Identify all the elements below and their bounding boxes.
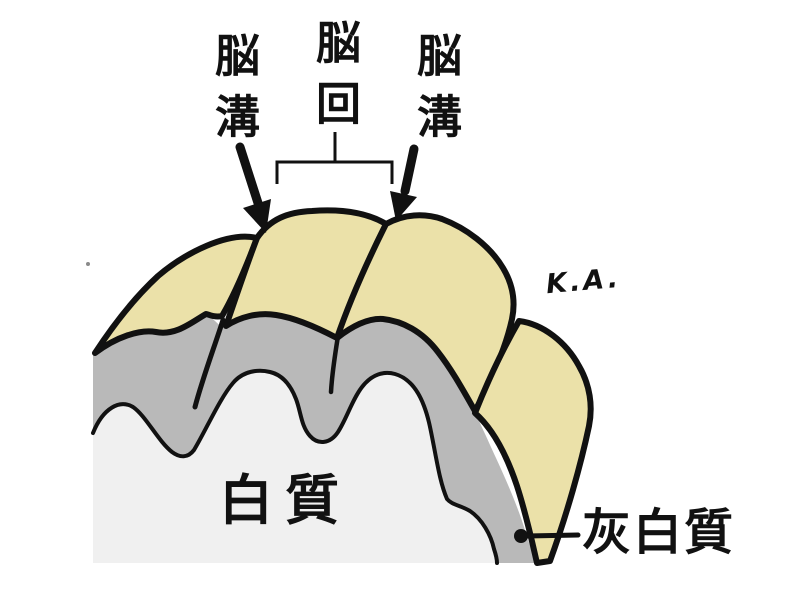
stray-mark xyxy=(86,262,90,266)
artist-signature: K.A. xyxy=(544,262,623,301)
gyrus-cap-1 xyxy=(92,233,260,356)
gyrus-cap-4 xyxy=(472,318,594,566)
gray-white-boundary-line xyxy=(91,368,499,565)
sulcus-line-center xyxy=(328,333,341,395)
label-gray-matter: 灰白質 xyxy=(582,506,736,560)
label-sulcus-right: 脳溝 xyxy=(410,32,461,154)
gray-matter-leader xyxy=(514,529,581,543)
right-arrow xyxy=(390,144,419,221)
gyrus-bracket xyxy=(275,132,394,184)
left-arrow xyxy=(235,142,271,233)
sulcus-line-left xyxy=(192,317,226,410)
sulcus-sliver-line xyxy=(476,323,516,410)
label-gyrus: 脳回 xyxy=(309,19,360,141)
label-white-matter: 白質 xyxy=(219,471,351,531)
label-sulcus-left: 脳溝 xyxy=(208,32,259,154)
white-matter-region xyxy=(93,370,497,563)
